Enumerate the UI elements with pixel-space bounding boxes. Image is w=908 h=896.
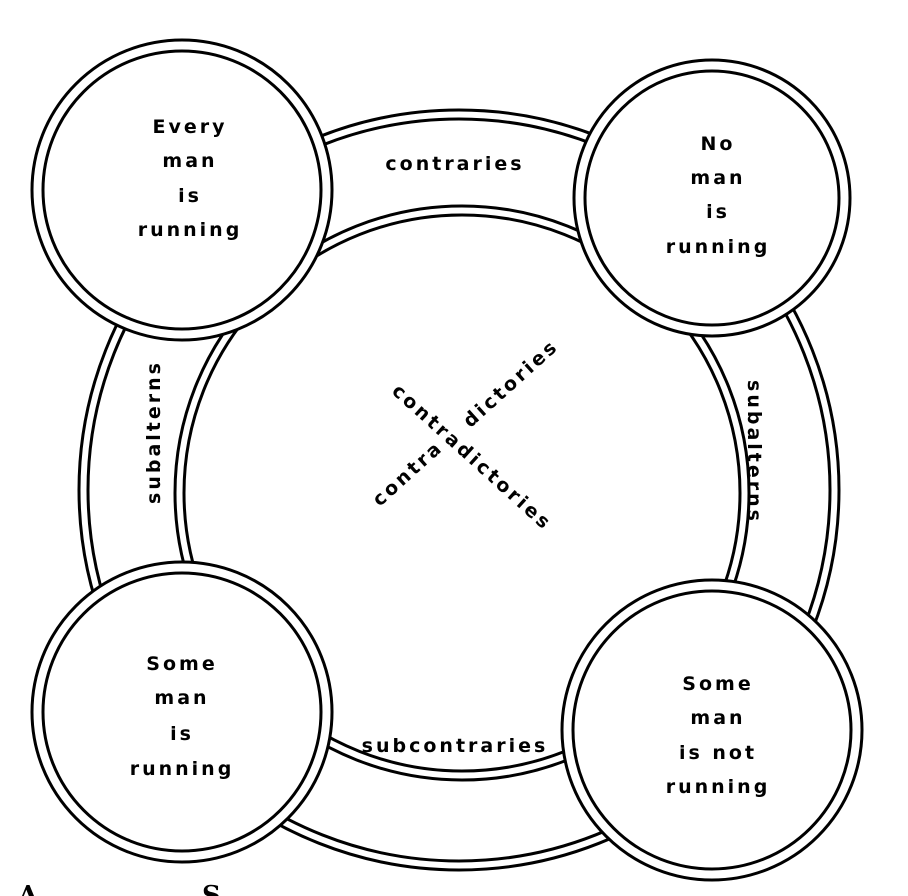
label-contraries: contraries: [385, 153, 524, 175]
corner-every-man-is-running: Every man is running: [30, 38, 334, 342]
svg-text:running: running: [666, 776, 771, 798]
svg-text:running: running: [138, 219, 243, 241]
label-dictories: dictories: [459, 335, 563, 432]
inner-ring: [173, 204, 751, 782]
label-contra: contra: [368, 436, 447, 511]
svg-text:running: running: [666, 236, 771, 258]
svg-text:is: is: [178, 185, 202, 207]
svg-text:Some: Some: [682, 673, 753, 695]
label-subcontraries: subcontraries: [362, 735, 549, 757]
corner-letter-a: A: [17, 881, 39, 896]
svg-text:is: is: [170, 723, 194, 745]
corner-some-man-is-not-running: Some man is not running: [560, 578, 864, 882]
svg-text:is: is: [706, 201, 730, 223]
svg-text:running: running: [130, 758, 235, 780]
corner-no-man-is-running: No man is running: [572, 58, 852, 338]
svg-text:Some: Some: [146, 653, 217, 675]
svg-text:is not: is not: [679, 742, 757, 764]
svg-text:man: man: [690, 167, 745, 189]
svg-text:No: No: [701, 133, 736, 155]
label-subalterns-right: subalterns: [743, 380, 765, 524]
label-subalterns-left: subalterns: [143, 360, 165, 504]
corner-letter-s: S: [202, 881, 221, 896]
svg-text:man: man: [154, 687, 209, 709]
corner-some-man-is-running: Some man is running: [30, 560, 334, 864]
outer-ring: [77, 108, 841, 872]
svg-text:man: man: [162, 150, 217, 172]
svg-text:man: man: [690, 707, 745, 729]
svg-text:Every: Every: [152, 116, 227, 138]
